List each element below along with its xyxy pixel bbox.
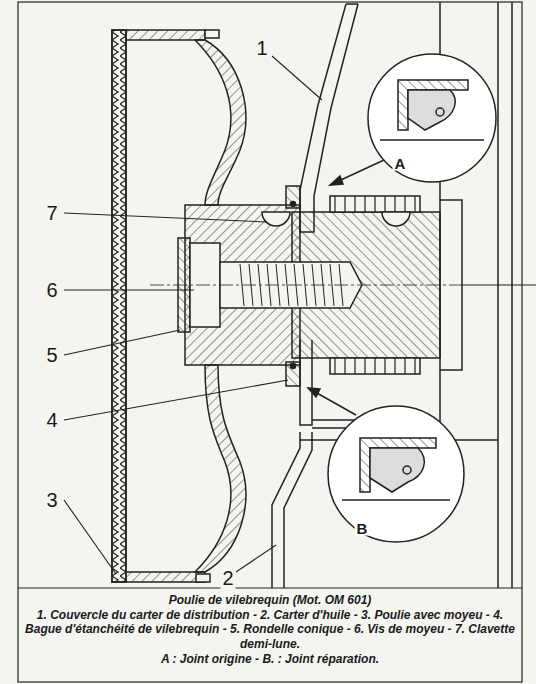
original-seal-detail [380,80,484,140]
callout-number: 1 [254,37,269,59]
pulley-web [195,40,246,205]
pulley-rim [112,30,126,582]
seal-spring [291,364,296,369]
pulley-web [195,365,246,572]
seal-spring [291,202,296,207]
callout-number: 3 [44,489,59,511]
caption-legend: A : Joint origine - B. : Joint réparatio… [161,652,379,667]
caption-divider [18,587,522,588]
caption-block: Poulie de vilebrequin (Mot. OM 601)1. Co… [24,593,516,666]
inset-letter: B [355,521,370,536]
pulley-grooves [112,30,126,582]
leader-lines [64,56,322,574]
detail-arrow [308,388,356,415]
arrow-head [330,176,343,185]
oil-pan [272,432,300,588]
caption-title: Poulie de vilebrequin (Mot. OM 601) [169,593,372,608]
arrow-head [308,388,320,397]
detail-inset [328,406,464,542]
rim-notch [196,574,210,582]
detail-arrow [330,160,384,185]
crank-seal [286,186,300,208]
caption-legend: 1. Couvercle du carter de distribution -… [24,608,516,652]
figure-frame [18,2,522,682]
drawing [18,2,536,682]
callout-number: 6 [44,279,59,301]
rim-notch [205,30,219,38]
inset-letter: A [393,156,408,171]
oil-pan [284,432,312,588]
rim-flange [126,572,205,582]
block-face [511,2,513,588]
callout-number: 2 [220,567,235,589]
block-face [497,2,499,588]
detail-inset [368,54,496,182]
callout-number: 4 [44,409,59,431]
centre-line [150,285,462,286]
woodruff-key [262,212,290,226]
repair-seal-detail [342,438,450,500]
callout-number: 5 [44,344,59,366]
axis-line [462,285,536,286]
timing-cover [346,3,358,5]
callout-number: 7 [44,202,59,224]
rim-flange [126,30,205,40]
crank-seal [286,362,300,386]
woodruff-key [382,212,410,226]
